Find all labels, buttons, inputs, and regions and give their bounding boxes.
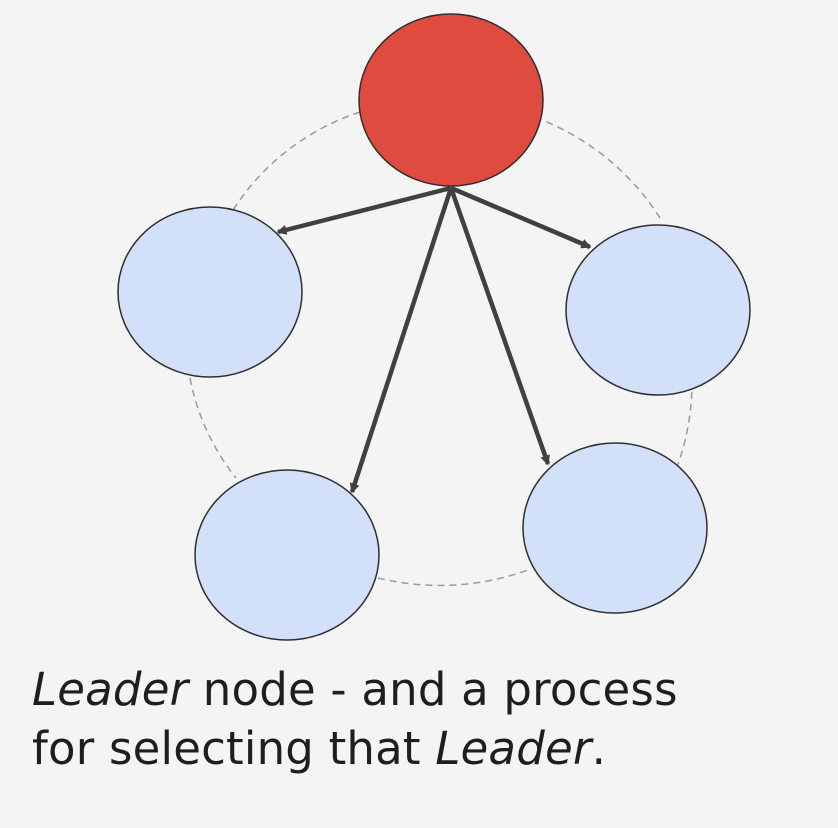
caption-leader-term-2: Leader xyxy=(435,722,592,775)
caption: Leader node - and a process for selectin… xyxy=(32,660,832,778)
follower-node-bottom-right xyxy=(522,442,708,614)
follower-node-right xyxy=(565,224,751,396)
caption-line-2: for selecting that Leader. xyxy=(32,719,832,778)
arrow-to-right-node xyxy=(450,185,592,250)
arrow-to-bottom-left-node xyxy=(349,187,454,494)
caption-line-1: Leader node - and a process xyxy=(32,660,832,719)
caption-line-2-text: for selecting that xyxy=(32,722,436,775)
leader-node xyxy=(358,13,544,187)
arrow-to-bottom-right-node xyxy=(448,187,551,466)
cluster-ring xyxy=(189,111,693,587)
arrow-to-left-node xyxy=(276,185,452,235)
arrows xyxy=(276,185,592,494)
follower-node-bottom-left xyxy=(194,469,380,641)
caption-period: . xyxy=(591,722,607,775)
caption-line-1-text: node - and a process xyxy=(188,663,678,716)
follower-node-left xyxy=(117,206,303,378)
leader-election-diagram xyxy=(117,13,751,641)
caption-leader-term: Leader xyxy=(32,663,189,716)
